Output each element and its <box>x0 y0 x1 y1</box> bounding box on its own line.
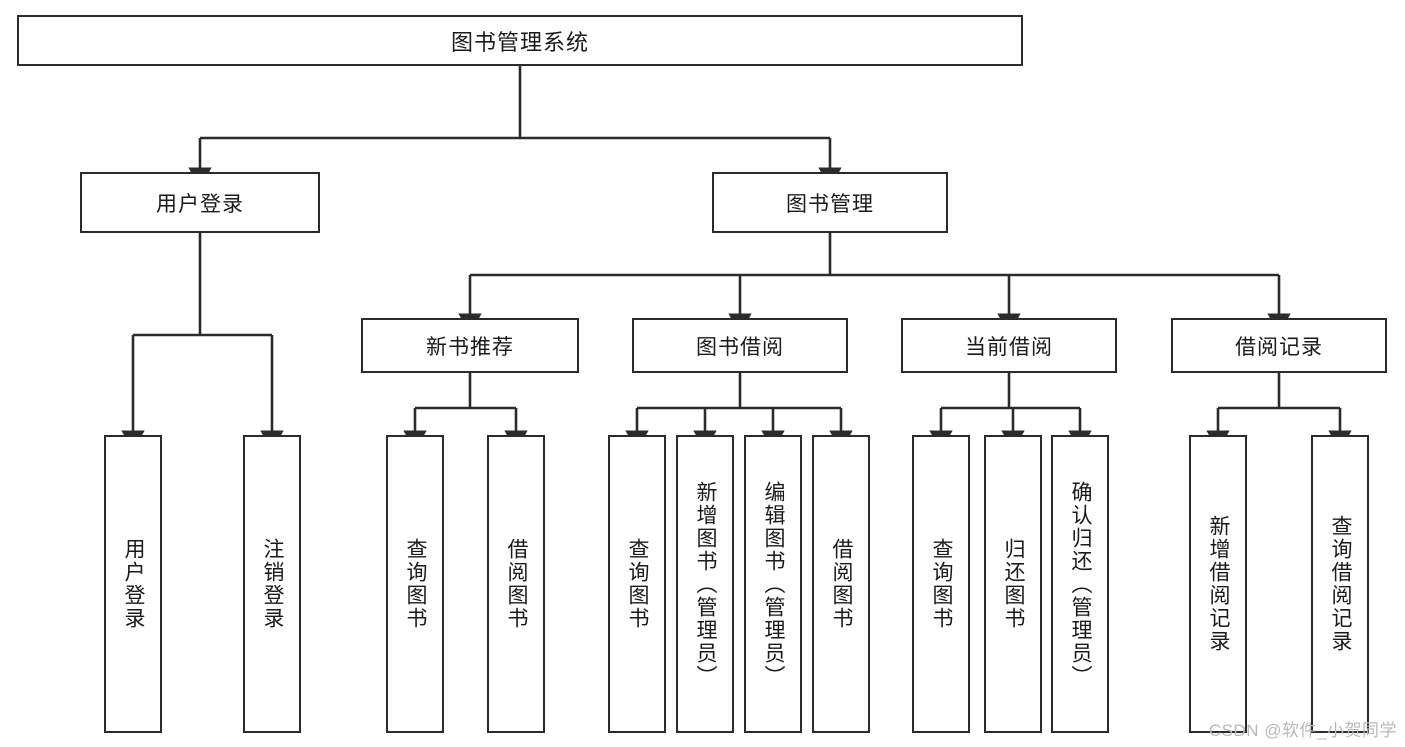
node-label: 归还图书 <box>1002 538 1026 630</box>
node-leaf-query-record[interactable]: 查询借阅记录 <box>1311 435 1369 733</box>
node-label: 图书管理 <box>786 192 874 216</box>
node-new-book-recommend[interactable]: 新书推荐 <box>361 318 579 373</box>
node-label: 查询图书 <box>626 538 650 630</box>
node-label: 用户登录 <box>122 538 146 630</box>
node-leaf-query-book-2[interactable]: 查询图书 <box>608 435 666 733</box>
node-leaf-query-book-3[interactable]: 查询图书 <box>912 435 970 733</box>
node-label: 查询图书 <box>930 538 954 630</box>
node-label: 查询借阅记录 <box>1329 515 1353 653</box>
node-leaf-confirm-return[interactable]: 确认归还（管理员） <box>1051 435 1109 733</box>
node-borrow-record[interactable]: 借阅记录 <box>1171 318 1387 373</box>
node-book-manage[interactable]: 图书管理 <box>712 172 948 233</box>
node-label: 当前借阅 <box>965 335 1053 359</box>
node-leaf-user-logout[interactable]: 注销登录 <box>243 435 301 733</box>
node-label: 用户登录 <box>156 192 244 216</box>
node-label: 编辑图书（管理员） <box>762 480 786 688</box>
watermark-text: CSDN @软件_小贺同学 <box>1208 721 1397 740</box>
node-leaf-edit-book[interactable]: 编辑图书（管理员） <box>744 435 802 733</box>
node-leaf-user-login[interactable]: 用户登录 <box>104 435 162 733</box>
node-current-borrow[interactable]: 当前借阅 <box>901 318 1117 373</box>
node-leaf-query-book-1[interactable]: 查询图书 <box>386 435 444 733</box>
node-label: 新书推荐 <box>426 335 514 359</box>
node-root-book-management-system[interactable]: 图书管理系统 <box>17 15 1023 66</box>
node-label: 查询图书 <box>404 538 428 630</box>
node-label: 确认归还（管理员） <box>1069 480 1093 688</box>
node-user-login[interactable]: 用户登录 <box>80 172 320 233</box>
node-book-borrow[interactable]: 图书借阅 <box>632 318 848 373</box>
node-leaf-borrow-book-2[interactable]: 借阅图书 <box>812 435 870 733</box>
node-leaf-return-book[interactable]: 归还图书 <box>984 435 1042 733</box>
node-label: 注销登录 <box>261 538 285 630</box>
node-leaf-add-record[interactable]: 新增借阅记录 <box>1189 435 1247 733</box>
node-label: 借阅记录 <box>1235 335 1323 359</box>
node-label: 图书借阅 <box>696 335 784 359</box>
node-label: 借阅图书 <box>505 538 529 630</box>
node-leaf-borrow-book-1[interactable]: 借阅图书 <box>487 435 545 733</box>
node-label: 新增借阅记录 <box>1207 515 1231 653</box>
node-label: 新增图书（管理员） <box>694 480 718 688</box>
node-label: 借阅图书 <box>830 538 854 630</box>
node-leaf-add-book[interactable]: 新增图书（管理员） <box>676 435 734 733</box>
node-label: 图书管理系统 <box>450 29 589 55</box>
